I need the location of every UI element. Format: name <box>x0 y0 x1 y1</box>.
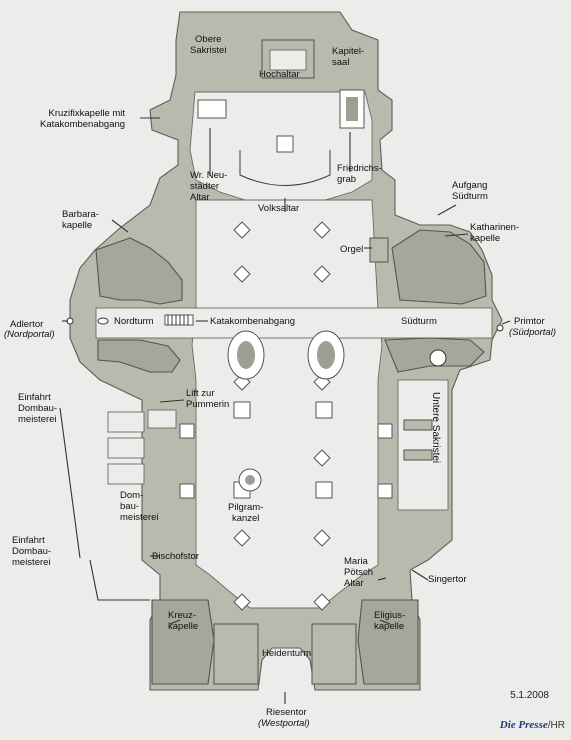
label-suedturm: Südturm <box>401 316 437 327</box>
label-lift-pummerin: Lift zur Pummerin <box>186 388 230 410</box>
volksaltar-table <box>276 135 294 153</box>
label-dombaumeisterei: Dom- bau- meisterei <box>120 490 159 523</box>
author-initials: /HR <box>547 720 565 731</box>
katakombenabgang-grating <box>164 314 194 326</box>
label-nordturm: Nordturm <box>114 316 154 327</box>
volksaltar-rail <box>239 150 331 186</box>
label-maria-poetsch-altar: Maria Pötsch Altar <box>344 556 374 589</box>
label-pilgramkanzel: Pilgram- kanzel <box>228 502 264 524</box>
publisher-credit: Die Presse/HR <box>500 719 565 731</box>
north-tower-lower <box>97 339 181 373</box>
south-aisle-altar-2 <box>377 483 393 499</box>
transept-floor <box>95 307 493 339</box>
label-kruzifixkapelle: Kruzifixkapelle mit Katakombenabgang <box>40 108 126 130</box>
kreuzkapelle-block <box>151 599 215 685</box>
label-bischofstor: Bischofstor <box>152 551 199 562</box>
label-orgel: Orgel <box>340 244 364 255</box>
label-katakombenabgang: Katakombenabgang <box>210 316 296 327</box>
north-tower <box>95 237 183 305</box>
heidenturm-left <box>213 623 259 685</box>
friedrichsgrab-tomb-inner <box>346 97 358 121</box>
nordturm-marker <box>97 317 109 325</box>
label-aufgang-suedturm: Aufgang Südturm <box>452 180 488 202</box>
label-westportal: (Westportal) <box>258 718 310 729</box>
south-aisle-altar-1 <box>377 423 393 439</box>
north-aisle-altar-2 <box>179 483 195 499</box>
publisher-logo: Die Presse <box>499 719 548 731</box>
label-adlertor: Adlertor <box>10 319 44 330</box>
orgel-block <box>369 237 389 263</box>
label-heidenturm: Heidenturm <box>262 648 312 659</box>
nave-pillars <box>233 221 333 611</box>
label-barbarakapelle: Barbara- kapelle <box>62 209 99 231</box>
label-einfahrt-dombaumeisterei-2: Einfahrt Dombau- meisterei <box>12 535 52 568</box>
untere-sakristei-rooms <box>397 379 449 511</box>
label-riesentor: Riesentor <box>266 707 307 718</box>
label-friedrichsgrab: Friedrichs- grab <box>337 163 382 185</box>
label-suedportal: (Südportal) <box>509 327 556 338</box>
suedturm-marker <box>429 349 447 367</box>
eligiuskapelle-block <box>357 599 419 685</box>
crossing-pillar-left-inner <box>237 341 255 369</box>
crossing-pillar-right-inner <box>317 341 335 369</box>
publication-date: 5.1.2008 <box>510 690 549 701</box>
label-primtor: Primtor <box>514 316 545 327</box>
north-aisle-altar-1 <box>179 423 195 439</box>
label-wr-neustaedter-altar: Wr. Neu- städter Altar <box>190 170 228 203</box>
label-untere-sakristei: Untere Sakristei <box>430 392 441 464</box>
south-tower <box>391 229 487 305</box>
heidenturm-right <box>311 623 357 685</box>
label-hochaltar: Hochaltar <box>259 69 300 80</box>
label-katharinenkapelle: Katharinen- kapelle <box>470 222 520 244</box>
dombaumeisterei-rooms <box>107 409 177 485</box>
hochaltar-inner <box>269 49 307 71</box>
label-pointers <box>59 117 511 704</box>
label-obere-sakristei: Obere Sakristei <box>190 34 227 56</box>
label-singertor: Singertor <box>428 574 467 585</box>
label-kreuzkapelle: Kreuz- kapelle <box>168 610 199 632</box>
kruzifix-altar <box>197 99 227 119</box>
label-einfahrt-dombaumeisterei-1: Einfahrt Dombau- meisterei <box>18 392 58 425</box>
label-nordportal: (Nordportal) <box>4 329 55 340</box>
label-kapitelsaal: Kapitel- saal <box>332 46 365 68</box>
label-eligiuskapelle: Eligius- kapelle <box>374 610 406 632</box>
primtor-door <box>496 324 504 332</box>
pilgramkanzel-pulpit-core <box>245 475 255 485</box>
label-volksaltar: Volksaltar <box>258 203 300 214</box>
